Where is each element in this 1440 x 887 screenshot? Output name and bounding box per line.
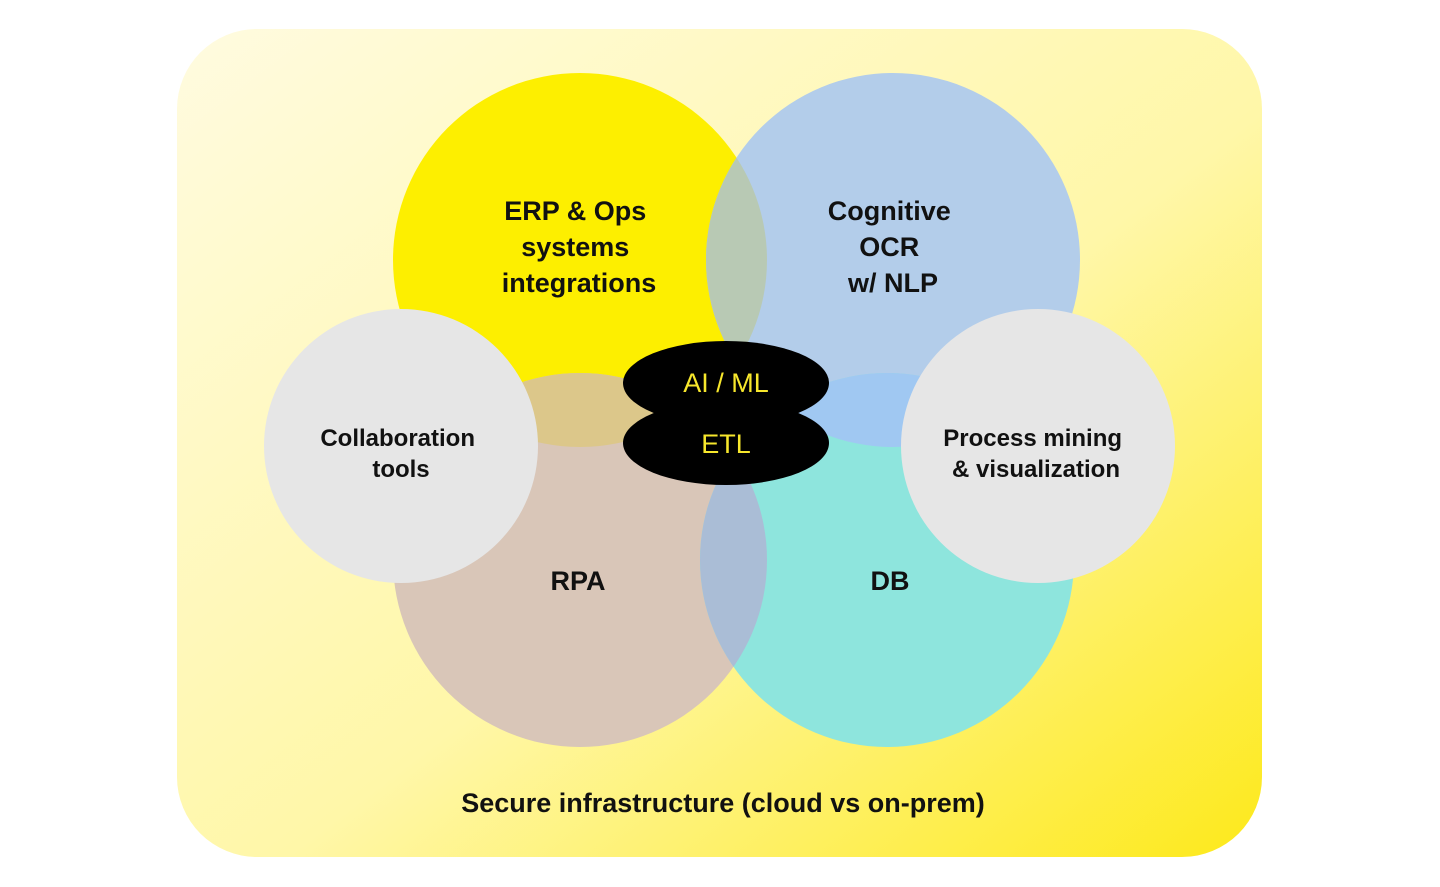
ocr-label: Cognitive OCR w/ NLP: [828, 196, 959, 298]
ai-ml-ellipse: [623, 341, 829, 425]
infrastructure-label: Secure infrastructure (cloud vs on-prem): [461, 788, 985, 818]
db-label: DB: [871, 566, 910, 596]
ai-ml-label: AI / ML: [683, 368, 769, 398]
etl-label: ETL: [701, 429, 751, 459]
process-mining-circle: [901, 309, 1175, 583]
erp-label: ERP & Ops systems integrations: [502, 196, 657, 298]
etl-ellipse: [623, 401, 829, 485]
collaboration-circle: [264, 309, 538, 583]
process-mining-label: Process mining & visualization: [943, 425, 1128, 483]
collaboration-label: Collaboration tools: [320, 425, 481, 483]
rpa-label: RPA: [550, 566, 605, 596]
